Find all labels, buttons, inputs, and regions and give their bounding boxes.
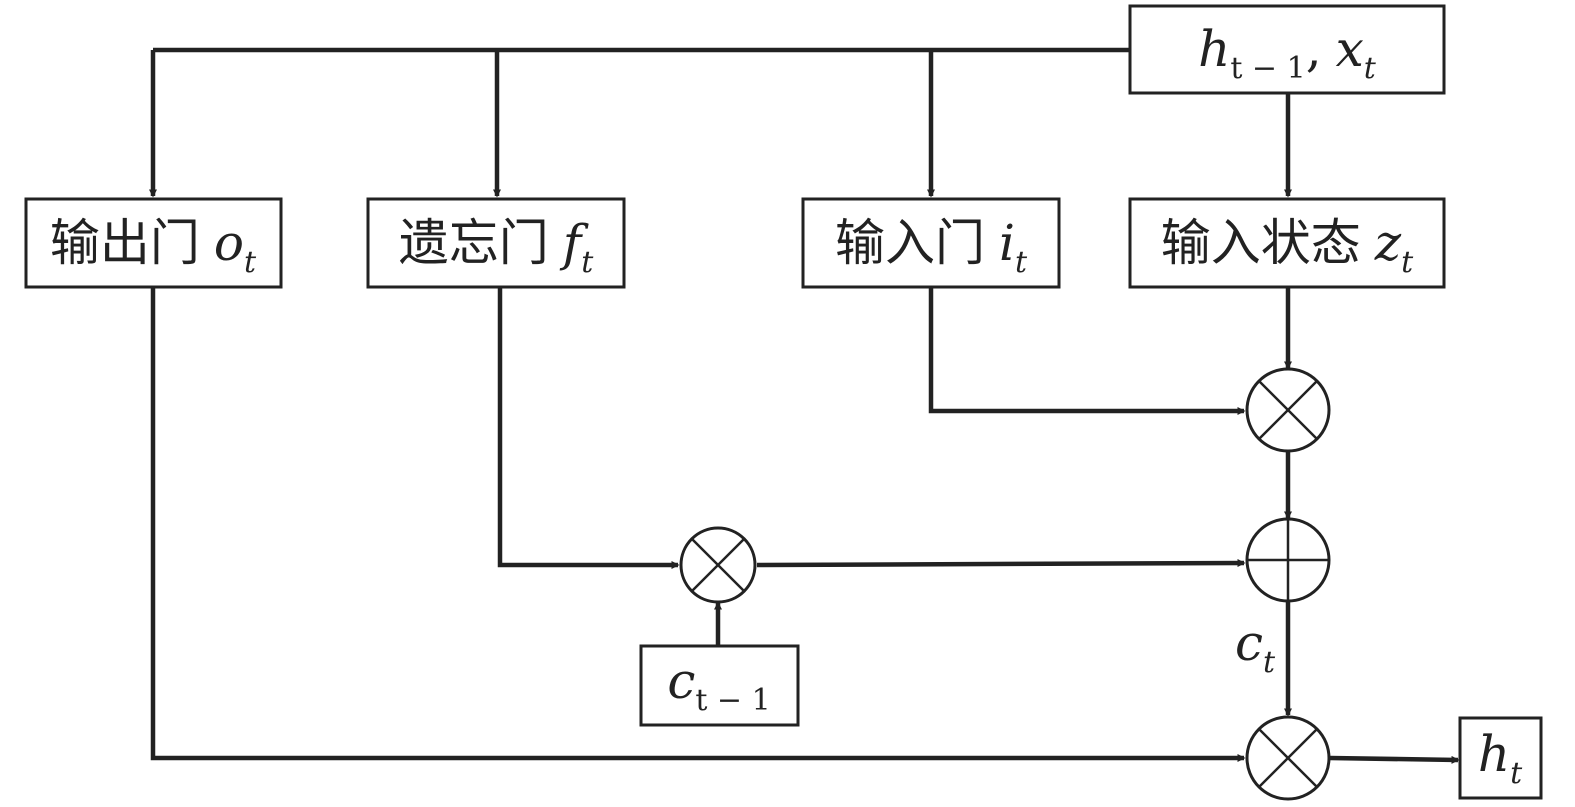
input-gate-label: 输入门: [835, 214, 985, 272]
forget-gate-subscript: t: [581, 245, 594, 280]
input-x-subscript: t: [1364, 51, 1377, 86]
hidden-output-symbol: h: [1478, 725, 1510, 783]
multiply-forget-operator: [679, 526, 757, 604]
input-h-symbol: h: [1198, 20, 1230, 78]
input-box: ht − 1,xt: [1128, 4, 1446, 95]
prev-cell-box: ct − 1: [639, 644, 800, 727]
hidden-output-box: ht: [1458, 716, 1543, 800]
input-state-subscript: t: [1401, 245, 1414, 280]
arrow-to-hidden-output: [1329, 755, 1460, 764]
prev-cell-subscript: t − 1: [695, 683, 770, 718]
input-state-label: 输入状态: [1161, 214, 1361, 272]
multiply-input-operator: [1245, 367, 1331, 453]
input-x-symbol: x: [1336, 20, 1364, 78]
svg-text:ht: ht: [1478, 725, 1523, 791]
input-state-symbol: z: [1374, 214, 1402, 272]
arrow-forget-multiply-to-add: [756, 559, 1246, 568]
multiply-output-operator: [1245, 715, 1331, 801]
forget-gate-label: 遗忘门: [399, 214, 549, 272]
cell-state-subscript: t: [1263, 645, 1276, 680]
arrow-forget-gate-to-multiply: [497, 288, 680, 569]
output-gate-subscript: t: [244, 245, 257, 280]
output-gate-symbol: o: [214, 214, 244, 272]
svg-text:ht − 1,xt: ht − 1,xt: [1198, 20, 1377, 86]
arrow-input-gate-to-multiply: [928, 288, 1246, 415]
input-gate-subscript: t: [1015, 245, 1028, 280]
cell-state-symbol: c: [1235, 614, 1263, 672]
prev-cell-symbol: c: [667, 652, 695, 710]
cell-state-label: ct: [1235, 614, 1276, 680]
add-cell-operator: [1245, 517, 1331, 603]
input-h-subscript: t − 1: [1230, 51, 1305, 86]
svg-text:ct − 1: ct − 1: [667, 652, 770, 718]
hidden-output-subscript: t: [1510, 756, 1523, 791]
input-gate-symbol: i: [999, 214, 1015, 272]
output-gate-label: 输出门: [50, 214, 200, 272]
arrow-output-gate-to-multiply: [150, 288, 1246, 762]
input-comma: ,: [1306, 20, 1322, 78]
